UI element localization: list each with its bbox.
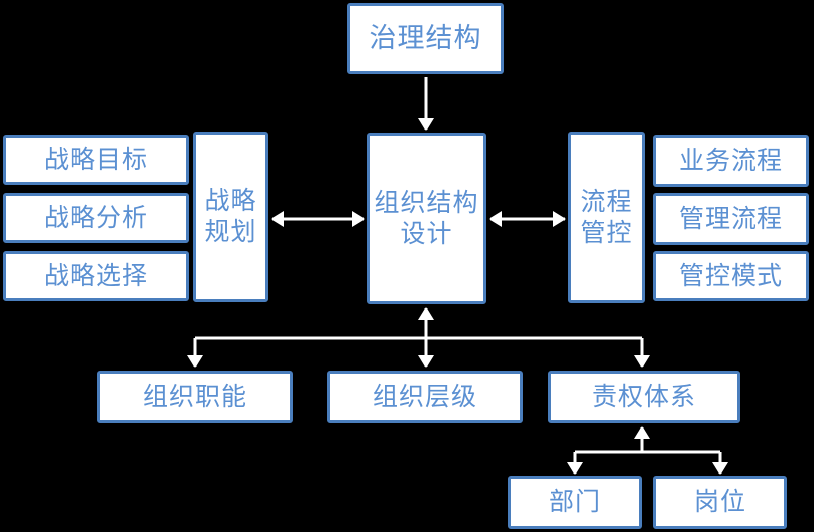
node-org-structure-design: 组织结构 设计 (367, 133, 486, 304)
node-governance: 治理结构 (347, 3, 504, 74)
node-management-process: 管理流程 (653, 193, 809, 245)
node-responsibility-system: 责权体系 (548, 371, 740, 423)
node-strategic-planning: 战略 规划 (193, 132, 268, 302)
node-org-functions: 组织职能 (97, 371, 293, 423)
node-strategic-goal: 战略目标 (3, 135, 189, 185)
node-control-mode: 管控模式 (653, 251, 809, 301)
node-strategic-analysis: 战略分析 (3, 193, 189, 243)
node-process-control: 流程 管控 (568, 132, 645, 303)
node-department: 部门 (508, 476, 642, 529)
node-org-levels: 组织层级 (327, 371, 523, 423)
node-position: 岗位 (653, 476, 787, 529)
node-strategic-choice: 战略选择 (3, 251, 189, 301)
node-business-process: 业务流程 (653, 135, 809, 187)
